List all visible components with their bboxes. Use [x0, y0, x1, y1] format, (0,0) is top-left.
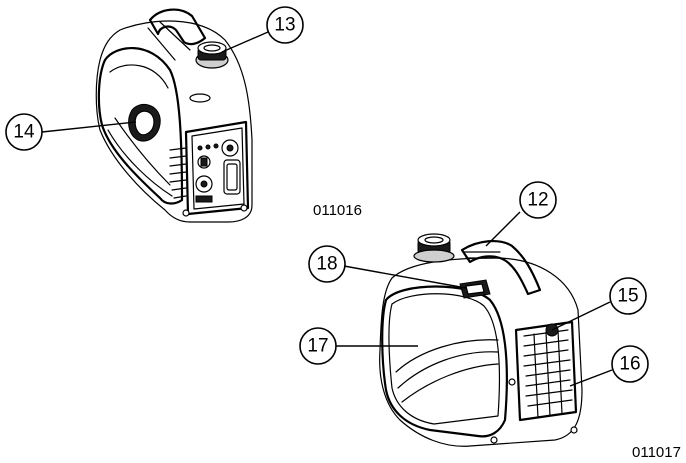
callout-label-14: 14 — [13, 122, 35, 143]
callout-17: 17 — [300, 328, 336, 364]
callout-label-17: 17 — [307, 336, 328, 357]
callout-18: 18 — [309, 246, 345, 282]
fuel-cap — [196, 42, 228, 68]
callout-label-12: 12 — [527, 190, 548, 211]
callout-label-16: 16 — [619, 354, 640, 375]
fuel-cap-2 — [414, 234, 454, 262]
callout-label-18: 18 — [316, 254, 337, 275]
callout-13: 13 — [267, 7, 303, 43]
generator-illustration-front-view — [380, 234, 582, 446]
callout-15: 15 — [610, 278, 646, 314]
callout-14: 14 — [6, 114, 42, 150]
figure-code-1: 011016 — [313, 202, 362, 219]
callout-label-13: 13 — [274, 15, 295, 36]
callout-label-15: 15 — [617, 286, 638, 307]
figure-code-2: 011017 — [632, 444, 681, 461]
callout-12: 12 — [520, 182, 556, 218]
callout-16: 16 — [612, 346, 648, 382]
generator-illustration-side-view — [96, 10, 252, 222]
